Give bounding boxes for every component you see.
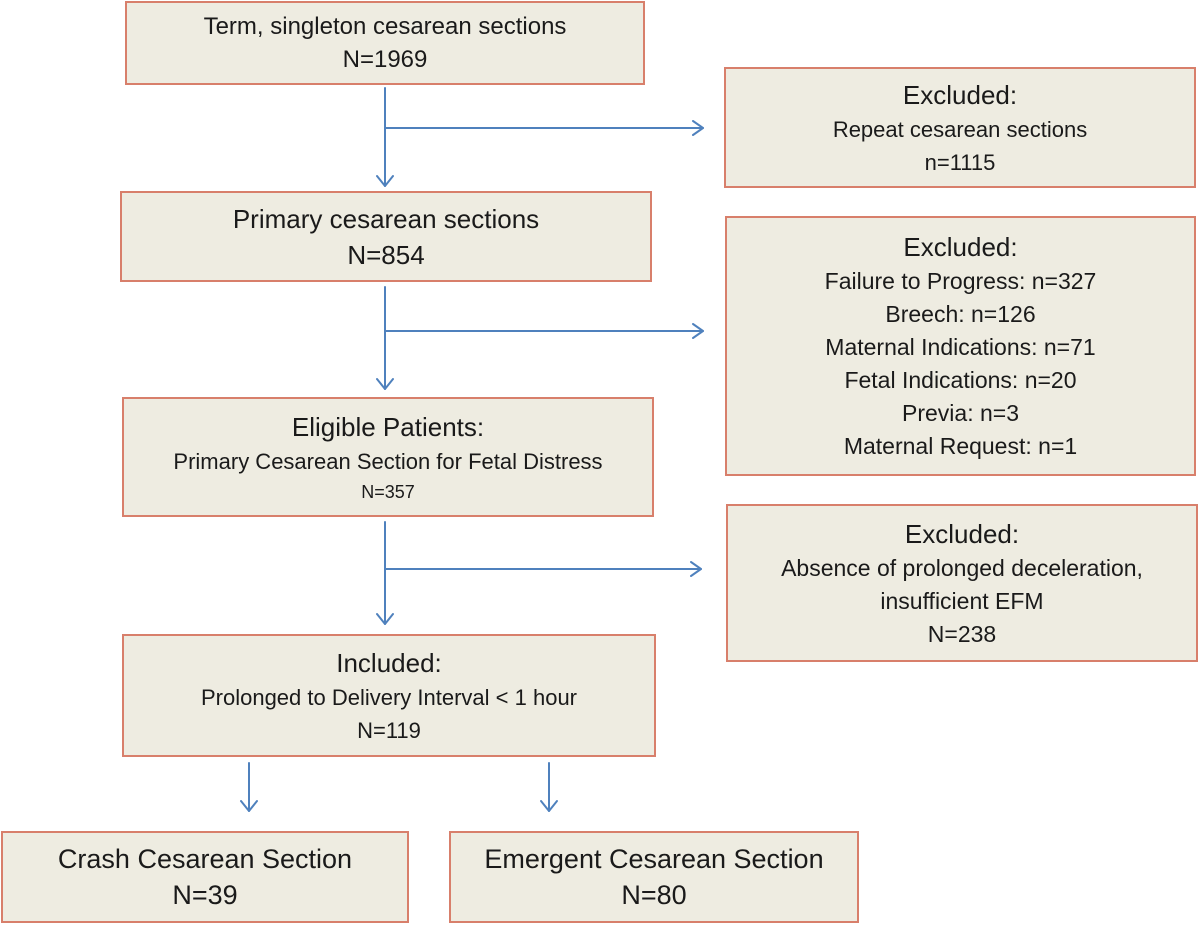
primary-title: Primary cesarean sections (232, 203, 540, 234)
node-excluded-indications: Excluded: Failure to Progress: n=327 Bre… (725, 216, 1196, 476)
emergent-count: N=80 (621, 880, 687, 910)
node-excluded-deceleration: Excluded: Absence of prolonged decelerat… (726, 504, 1198, 662)
crash-count: N=39 (172, 880, 238, 910)
node-excluded-repeat: Excluded: Repeat cesarean sections n=111… (724, 67, 1196, 188)
excluded-indication-item: Maternal Indications: n=71 (825, 334, 1096, 360)
included-description: Prolonged to Delivery Interval < 1 hour (200, 684, 578, 710)
excluded-indication-item: Maternal Request: n=1 (843, 433, 1078, 459)
excluded-repeat-reason: Repeat cesarean sections (832, 116, 1088, 142)
excluded-indication-item: Failure to Progress: n=327 (824, 268, 1097, 294)
excluded-indication-item: Fetal Indications: n=20 (844, 367, 1077, 393)
eligible-heading: Eligible Patients: (291, 411, 485, 442)
excluded-repeat-count: n=1115 (924, 149, 996, 175)
included-count: N=119 (357, 717, 421, 743)
node-included: Included: Prolonged to Delivery Interval… (122, 634, 656, 757)
excluded-deceleration-reason-2: insufficient EFM (880, 587, 1044, 614)
node-eligible: Eligible Patients: Primary Cesarean Sect… (122, 397, 654, 517)
excluded-deceleration-heading: Excluded: (904, 518, 1020, 549)
crash-title: Crash Cesarean Section (57, 844, 353, 874)
primary-count: N=854 (347, 239, 425, 270)
excluded-deceleration-reason-1: Absence of prolonged deceleration, (781, 554, 1143, 581)
node-emergent: Emergent Cesarean Section N=80 (449, 831, 859, 923)
node-primary: Primary cesarean sections N=854 (120, 191, 652, 282)
eligible-count: N=357 (361, 481, 415, 502)
eligible-description: Primary Cesarean Section for Fetal Distr… (173, 448, 603, 474)
excluded-indication-item: Previa: n=3 (902, 400, 1019, 426)
excluded-repeat-heading: Excluded: (902, 79, 1018, 110)
excluded-deceleration-count: N=238 (927, 620, 997, 647)
emergent-title: Emergent Cesarean Section (484, 844, 824, 874)
node-crash: Crash Cesarean Section N=39 (1, 831, 409, 923)
term-title: Term, singleton cesarean sections (203, 13, 567, 40)
included-heading: Included: (336, 647, 442, 678)
excluded-indication-item: Breech: n=126 (885, 301, 1036, 327)
node-term: Term, singleton cesarean sections N=1969 (125, 1, 645, 85)
term-count: N=1969 (342, 46, 428, 73)
excluded-indications-heading: Excluded: (903, 232, 1018, 262)
